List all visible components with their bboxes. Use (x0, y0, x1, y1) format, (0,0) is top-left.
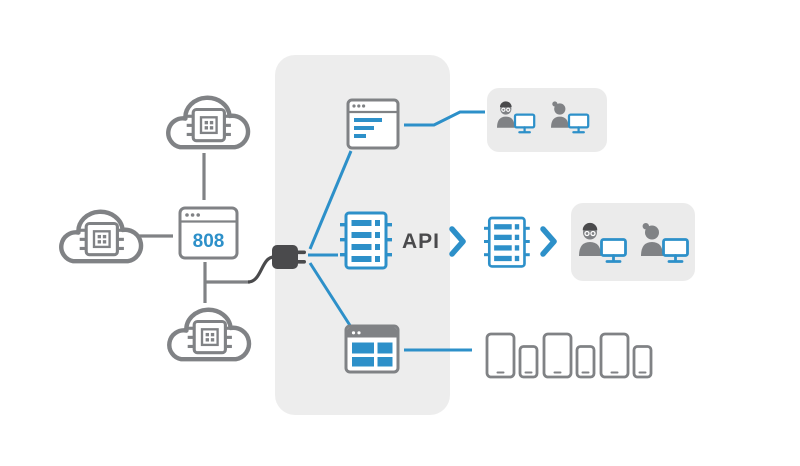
titlebar-dot (352, 104, 356, 108)
titlebar-dot (357, 331, 361, 335)
titlebar-dot (357, 104, 361, 108)
titlebar-dot (351, 331, 356, 335)
gateway-browser-icon: 808 (178, 206, 239, 260)
connector-plug-grid (308, 262, 353, 328)
grid-tile (377, 357, 393, 367)
grid-tile (377, 342, 393, 354)
plug-icon (247, 245, 306, 284)
web-users-card (487, 88, 607, 152)
plug-prong (296, 250, 306, 255)
titlebar-dot (196, 213, 200, 217)
server-icon-source (338, 211, 394, 270)
browser-text-line (354, 118, 382, 122)
browser-text-line (354, 126, 374, 130)
web-browser-icon (346, 98, 400, 150)
grid-tile (352, 342, 374, 354)
plug-body (272, 245, 298, 269)
grid-app-icon (344, 324, 400, 374)
grid-tile (352, 357, 374, 367)
api-users-card (571, 203, 695, 281)
plug-cable (247, 255, 275, 284)
grid-titlebar (347, 327, 397, 338)
api-label: API (402, 230, 440, 253)
plug-prong (296, 260, 306, 264)
titlebar-dot (185, 213, 189, 217)
gateway-number-label: 808 (193, 231, 225, 252)
server-icon-target (482, 216, 532, 268)
connector-browser-users (404, 110, 485, 127)
titlebar-dot (362, 104, 366, 108)
titlebar-dot (190, 213, 195, 217)
browser-text-line (354, 134, 366, 138)
connector-plug-browser (308, 150, 353, 250)
browser-window (346, 98, 400, 150)
